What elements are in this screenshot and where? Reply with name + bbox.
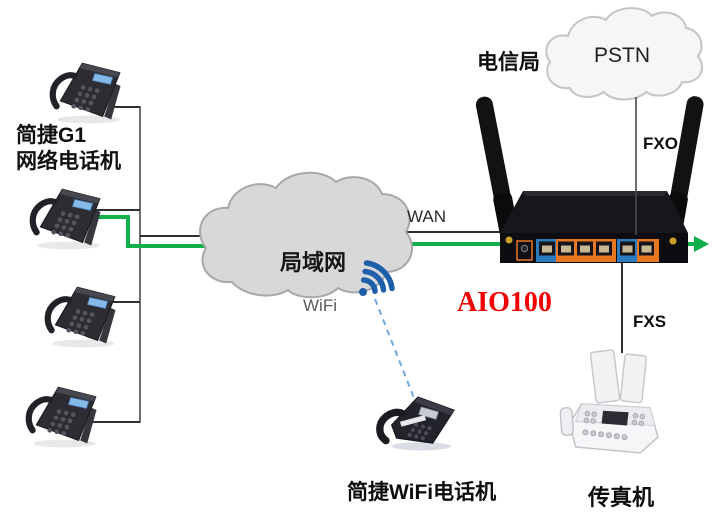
wifi-dashed-link bbox=[374, 298, 415, 399]
ip-phone-2 bbox=[33, 189, 101, 249]
router-top-face bbox=[500, 191, 688, 233]
ip-phone-3 bbox=[48, 287, 116, 347]
lan-cloud bbox=[199, 171, 413, 299]
telecom-office-label: 电信局 bbox=[477, 51, 540, 74]
fax-machine-label: 传真机 bbox=[588, 485, 655, 510]
wifi-phone bbox=[380, 397, 454, 450]
wifi-signal-icon bbox=[359, 260, 395, 296]
fax-machine bbox=[559, 348, 659, 454]
wifi-phone-label: 简捷WiFi电话机 bbox=[347, 481, 497, 504]
wan-link-label: WAN bbox=[407, 207, 447, 226]
ip-phone-1 bbox=[53, 63, 121, 123]
ip-phone-group-label-line1: 简捷G1 bbox=[16, 124, 87, 147]
pstn-cloud-label: PSTN bbox=[594, 44, 651, 67]
ip-phone-group-label: 简捷G1 网络电话机 bbox=[16, 123, 121, 174]
fxo-link-label: FXO bbox=[643, 134, 678, 153]
ip-phone-4 bbox=[29, 387, 97, 447]
wifi-label: WiFi bbox=[303, 296, 337, 315]
router bbox=[475, 96, 704, 263]
router-model-label: AIO100 bbox=[457, 287, 552, 318]
lan-cloud-label: 局域网 bbox=[280, 250, 347, 275]
green-arrow-icon bbox=[694, 236, 709, 252]
pstn-cloud bbox=[545, 7, 703, 101]
ip-phone-group-label-line2: 网络电话机 bbox=[16, 149, 121, 173]
fxs-link-label: FXS bbox=[633, 312, 667, 331]
router-ports bbox=[505, 236, 677, 262]
